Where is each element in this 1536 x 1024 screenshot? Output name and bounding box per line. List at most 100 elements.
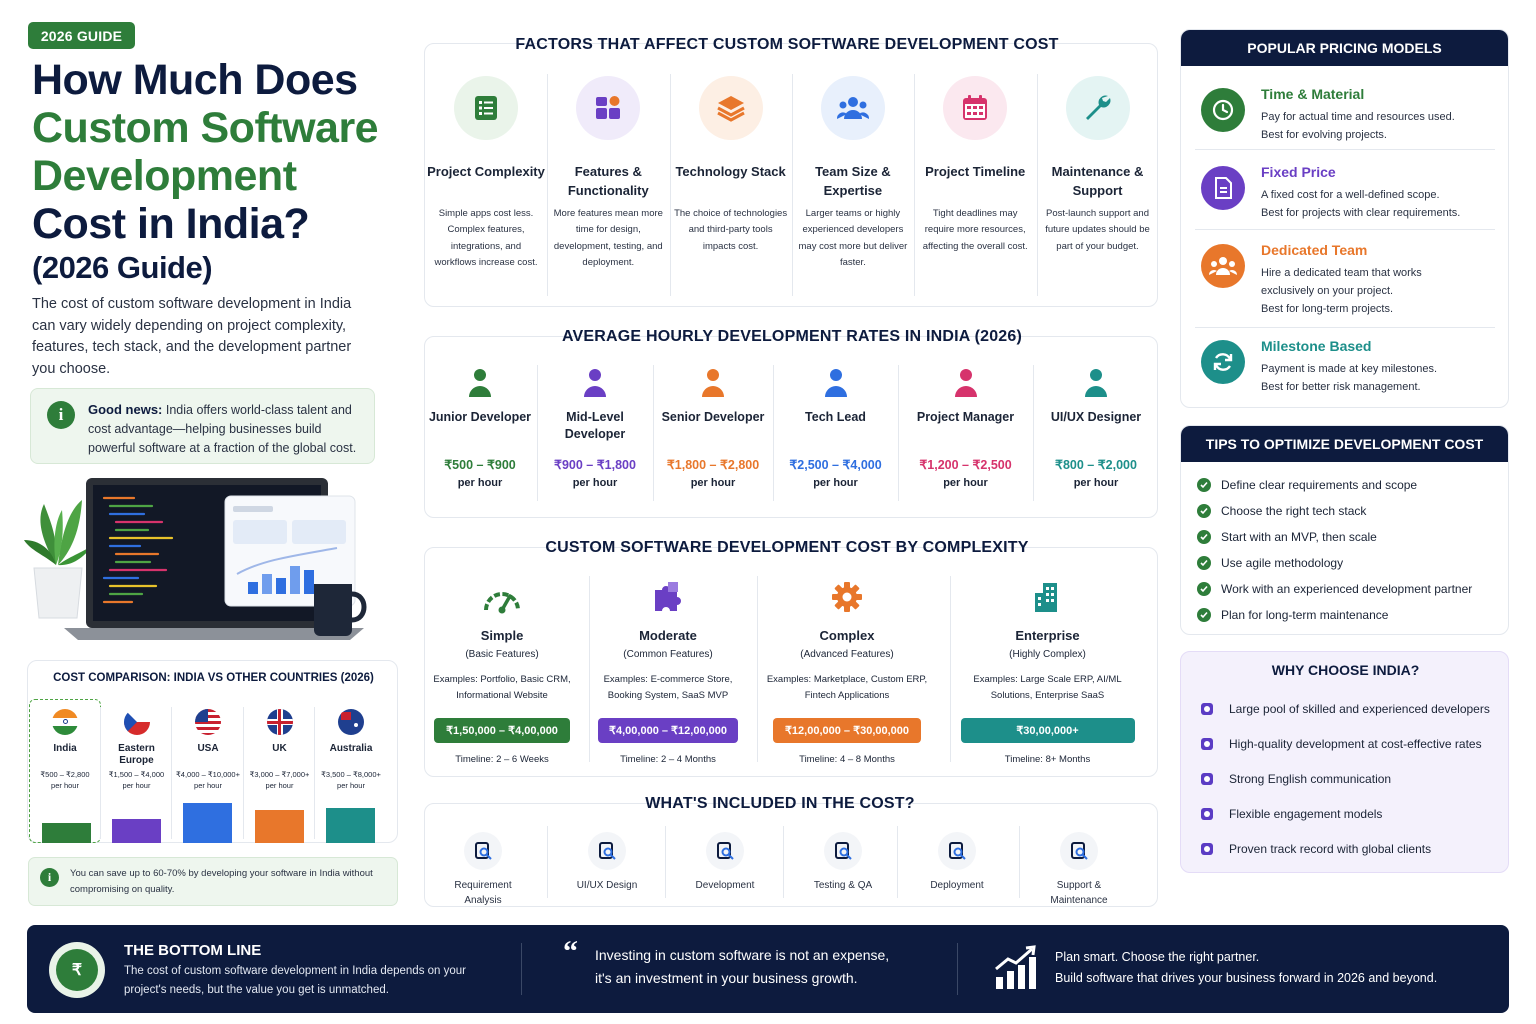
country-rate: ₹3,500 – ₹8,000+ — [321, 770, 381, 779]
rate-unit: per hour — [1073, 477, 1119, 489]
role-name: Mid-Level Developer — [564, 410, 626, 441]
column-divider — [773, 365, 774, 501]
check-icon — [1197, 608, 1211, 622]
factor-description: Post-launch support and future updates s… — [1045, 208, 1150, 252]
calendar-icon — [943, 76, 1008, 140]
cog-icon — [757, 578, 937, 614]
divider — [957, 943, 958, 995]
tip-item: Use agile methodology — [1197, 556, 1343, 570]
person-icon — [1199, 701, 1215, 717]
column-divider — [914, 74, 916, 296]
rate-unit: per hour — [690, 477, 736, 489]
junior-developer-icon — [425, 367, 535, 399]
column-divider — [665, 826, 666, 898]
factor-name: Maintenance & Support — [1051, 164, 1144, 198]
good-news-body: India offers world-class talent and cost… — [88, 403, 357, 455]
cta-line-1: Plan smart. Choose the right partner. — [1055, 950, 1260, 964]
included-item: Testing & QA — [793, 832, 893, 893]
check-icon — [1197, 530, 1211, 544]
pricing-model-description: A fixed cost for a well-defined scope. B… — [1261, 186, 1508, 222]
mid-level-developer-icon — [537, 367, 653, 399]
info-icon: i — [47, 401, 75, 429]
tip-text: Use agile methodology — [1221, 556, 1344, 570]
role-name: Junior Developer — [428, 410, 532, 424]
why-india-text: Large pool of skilled and experienced de… — [1229, 702, 1490, 716]
pricing-models-title: POPULAR PRICING MODELS — [1181, 30, 1508, 66]
factor-name: Technology Stack — [675, 164, 786, 179]
rate-price: ₹1,800 – ₹2,800 — [666, 458, 760, 472]
tip-item: Work with an experienced development par… — [1197, 582, 1472, 596]
country-column: India ₹500 – ₹2,800 per hour — [30, 699, 100, 843]
group-icon — [1201, 244, 1245, 288]
rate-bar — [183, 803, 232, 843]
rate-bar — [111, 819, 161, 843]
factor-item: Project Complexity Simple apps cost less… — [425, 62, 547, 271]
column-divider — [547, 74, 549, 296]
gear-badge-icon — [1199, 806, 1215, 822]
complexity-price: ₹30,00,000+ — [960, 718, 1135, 743]
tip-text: Work with an experienced development par… — [1221, 582, 1473, 596]
column-divider — [171, 707, 172, 839]
pricing-model-name: Dedicated Team — [1261, 242, 1368, 258]
country-rate: ₹500 – ₹2,800 — [40, 770, 90, 779]
development-icon — [706, 832, 744, 870]
complexity-price: ₹1,50,000 – ₹4,00,000 — [434, 718, 570, 743]
pricing-models-card: POPULAR PRICING MODELS Time & Material P… — [1180, 29, 1509, 408]
pricing-desc-line: Pay for actual time and resources used. — [1261, 111, 1455, 123]
complexity-card: CUSTOM SOFTWARE DEVELOPMENT COST BY COMP… — [424, 539, 1158, 777]
column-divider — [791, 74, 793, 296]
pricing-desc-line: Best for projects with clear requirement… — [1261, 207, 1461, 219]
factor-description: Tight deadlines may require more resourc… — [922, 208, 1028, 252]
quote-line-1: Investing in custom software is not an e… — [595, 947, 890, 963]
clock-icon — [1201, 88, 1245, 132]
rate-bar — [254, 810, 304, 843]
column-divider — [897, 826, 898, 898]
rate-bar — [326, 808, 375, 843]
flag-icon — [52, 709, 78, 735]
country-rate-unit: per hour — [51, 781, 79, 790]
rates-title: AVERAGE HOURLY DEVELOPMENT RATES IN INDI… — [561, 328, 1023, 345]
guide-badge: 2026 GUIDE — [28, 22, 135, 49]
included-name: Requirement Analysis — [454, 880, 512, 906]
pricing-model-description: Payment is made at key milestones. Best … — [1261, 360, 1508, 396]
complexity-price: ₹12,00,000 – ₹30,00,000 — [773, 718, 921, 743]
why-india-item: Strong English communication — [1199, 771, 1391, 787]
country-rate-unit: per hour — [265, 781, 294, 790]
wrench-icon — [1065, 76, 1130, 140]
included-name: Deployment — [930, 880, 984, 891]
tip-item: Plan for long-term maintenance — [1197, 608, 1388, 622]
rate-price: ₹2,500 – ₹4,000 — [789, 458, 882, 472]
divider — [521, 943, 522, 995]
factors-card: FACTORS THAT AFFECT CUSTOM SOFTWARE DEVE… — [424, 36, 1158, 307]
rate-unit: per hour — [457, 477, 503, 489]
complexity-name: Simple — [480, 628, 524, 643]
column-divider — [653, 365, 654, 501]
chat-icon — [1199, 771, 1215, 787]
country-rate: ₹3,000 – ₹7,000+ — [249, 770, 310, 779]
deployment-icon — [938, 832, 976, 870]
included-name: Development — [695, 880, 755, 891]
country-column: USA ₹4,000 – ₹10,000+ per hour — [173, 699, 243, 843]
handshake-icon — [1199, 736, 1215, 752]
why-india-item: High-quality development at cost-effecti… — [1199, 736, 1482, 752]
column-divider — [783, 826, 784, 898]
rate-price: ₹1,200 – ₹2,500 — [919, 458, 1012, 472]
requirement-analysis-icon — [464, 832, 502, 870]
column-divider — [99, 707, 101, 839]
check-icon — [1197, 478, 1211, 492]
column-divider — [669, 74, 671, 296]
list-icon — [454, 76, 518, 140]
senior-developer-icon — [653, 367, 773, 399]
tips-title: TIPS TO OPTIMIZE DEVELOPMENT COST — [1181, 426, 1508, 462]
column-divider — [547, 826, 548, 898]
check-icon — [1197, 504, 1211, 518]
why-india-item: Large pool of skilled and experienced de… — [1199, 701, 1490, 717]
why-india-item: Flexible engagement models — [1199, 806, 1382, 822]
widgets-icon — [576, 76, 641, 140]
factor-item: Features & Functionality More features m… — [547, 62, 669, 271]
column-divider — [1019, 826, 1020, 898]
flag-icon — [266, 709, 293, 735]
gauge-icon — [425, 578, 579, 614]
factor-name: Project Timeline — [925, 164, 1026, 179]
title-line-4: Cost in India? — [32, 200, 310, 248]
